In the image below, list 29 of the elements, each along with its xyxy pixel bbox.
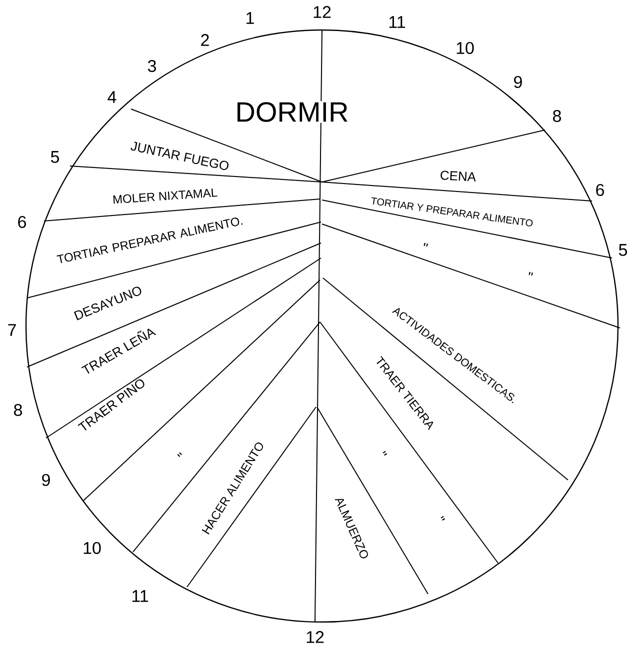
hour-number: 9 [514,76,522,88]
hour-number: 6 [18,216,26,228]
hour-number: 5 [618,244,627,256]
hour-number: 10 [456,42,474,54]
hour-number: 8 [553,110,561,122]
activity-label: CENA [440,170,476,182]
activity-label: JUNTAR FUEGO [130,142,229,170]
hour-number: 9 [42,474,50,486]
hour-number: 1 [246,12,254,24]
hour-number: 12 [314,6,331,18]
hour-number: 2 [201,34,209,46]
hour-number: 5 [50,151,59,163]
hour-number: 7 [8,324,16,336]
hour-number: 11 [132,590,148,602]
activity-label: DORMIR [234,101,350,123]
hour-number: 3 [148,60,156,72]
hour-number: 4 [108,91,116,103]
activity-label: " [528,272,534,276]
hour-number: 8 [14,404,22,416]
activity-label: " [424,242,428,247]
activity-label: TORTIAR Y PREPARAR ALIMENTO [372,197,533,226]
activity-label: " [440,516,446,521]
hour-number: 12 [306,631,324,643]
activity-label: MOLER NIXTAMAL [113,188,218,204]
activity-label: " [382,450,388,456]
hour-number: 10 [84,542,101,554]
hour-number: 11 [389,16,405,28]
activity-label: " [177,452,182,457]
hour-number: 6 [596,184,604,196]
